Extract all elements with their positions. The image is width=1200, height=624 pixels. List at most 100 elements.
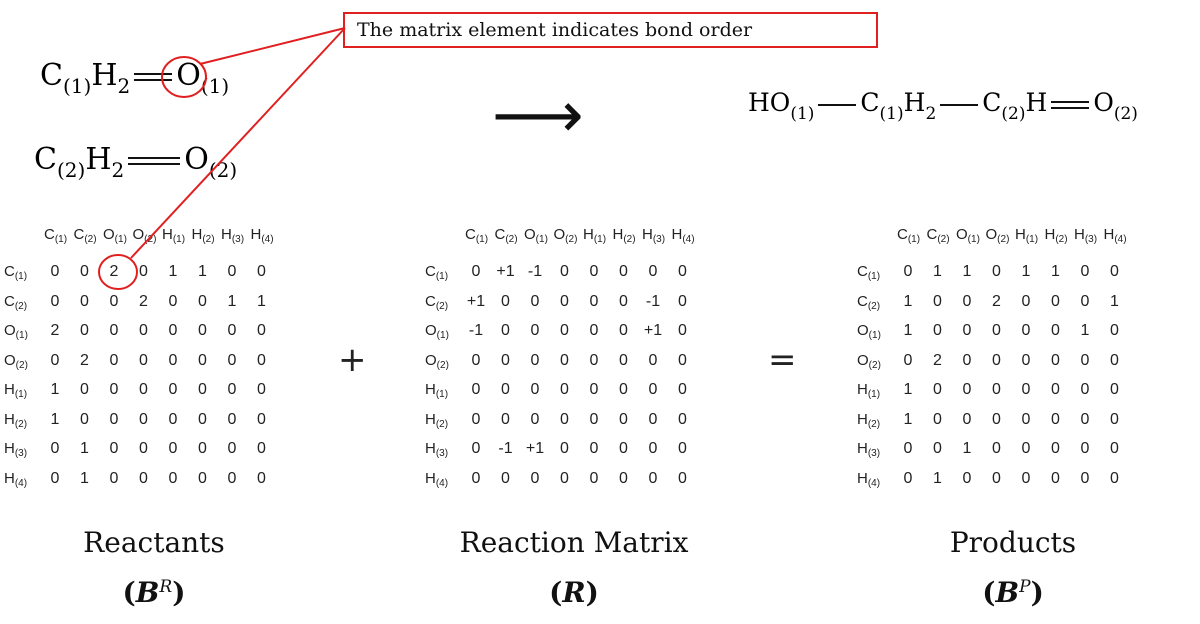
matrix-cell: 0 <box>227 381 237 398</box>
matrix-cell: 0 <box>198 469 207 487</box>
matrix-cell: 0 <box>589 351 599 369</box>
matrix-cell: 0 <box>530 351 540 369</box>
column-header: C(2) <box>494 226 518 245</box>
matrix-cell: 1 <box>903 381 913 398</box>
matrix-cell: 1 <box>962 263 972 280</box>
reactants-symbol: (BR) <box>122 576 186 609</box>
matrix-cell: 0 <box>501 469 510 487</box>
matrix-cell: 0 <box>50 469 60 487</box>
matrix-cell: 0 <box>1051 469 1060 487</box>
matrix-cell: 0 <box>992 410 1001 428</box>
matrix-cell: 0 <box>962 292 972 310</box>
matrix-cell: 0 <box>471 381 481 398</box>
matrix-cell: 0 <box>1051 440 1060 457</box>
matrix-cell: 0 <box>619 322 628 339</box>
matrix-cell: 0 <box>1080 440 1090 457</box>
row-header: C(2) <box>425 292 449 312</box>
matrix-cell: 0 <box>962 410 972 428</box>
matrix-cell: 0 <box>1080 292 1090 310</box>
matrix-cell: 0 <box>678 351 687 369</box>
matrix-cell: 0 <box>50 263 60 280</box>
matrix-cell: 0 <box>962 351 972 369</box>
matrix-cell: 0 <box>678 292 687 310</box>
matrix-cell: +1 <box>525 440 545 457</box>
matrix-cell: 0 <box>1051 381 1060 398</box>
matrix-cell: 1 <box>198 263 207 280</box>
products-symbol: (BP) <box>982 576 1044 609</box>
matrix-cell: 1 <box>80 440 89 457</box>
callout-pointer-line-to-bond <box>199 27 346 65</box>
matrix-cell: 1 <box>903 292 913 310</box>
matrix-cell: 0 <box>198 351 207 369</box>
matrix-cell: 0 <box>257 469 266 487</box>
matrix-cell: 0 <box>589 322 599 339</box>
row-header: O(1) <box>425 322 449 341</box>
row-header: C(1) <box>4 263 28 282</box>
row-header: O(2) <box>4 351 28 371</box>
matrix-cell: 0 <box>109 351 119 369</box>
column-header: C(1) <box>897 226 921 245</box>
column-header: H(4) <box>250 226 274 245</box>
row-header: H(3) <box>4 440 28 459</box>
matrix-cell: 0 <box>227 440 237 457</box>
callout-text: The matrix element indicates bond order <box>357 19 753 41</box>
matrix-cell: 0 <box>530 381 540 398</box>
matrix-cell: 0 <box>1110 263 1119 280</box>
matrix-cell: 0 <box>678 410 687 428</box>
matrix-cell: 0 <box>992 351 1001 369</box>
matrix-cell: 0 <box>992 440 1001 457</box>
matrix-cell: 1 <box>257 292 266 310</box>
matrix-cell: 0 <box>80 410 89 428</box>
row-header: O(1) <box>4 322 28 341</box>
matrix-cell: 0 <box>992 381 1001 398</box>
matrix-cell: 0 <box>560 292 569 310</box>
row-header: C(1) <box>857 263 881 282</box>
matrix-cell: 0 <box>903 263 913 280</box>
matrix-cell: 1 <box>1051 263 1060 280</box>
matrix-cell: 0 <box>648 263 658 280</box>
matrix-cell: 0 <box>50 292 60 310</box>
matrix-cell: 0 <box>471 440 481 457</box>
matrix-cell: 0 <box>530 292 540 310</box>
matrix-cell: 0 <box>50 351 60 369</box>
equals-operator: = <box>768 340 797 380</box>
matrix-cell: 0 <box>1021 469 1031 487</box>
matrix-cell: 0 <box>678 440 687 457</box>
matrix-cell: 0 <box>1021 351 1031 369</box>
matrix-cell: 0 <box>530 469 540 487</box>
matrix-cell: 0 <box>992 322 1001 339</box>
column-header: O(1) <box>956 226 980 245</box>
matrix-cell: 0 <box>678 263 687 280</box>
matrix-cell: 0 <box>933 292 942 310</box>
row-header: H(4) <box>4 469 28 489</box>
matrix-cell: 0 <box>501 322 510 339</box>
matrix-cell: 0 <box>962 322 972 339</box>
matrix-cell: 0 <box>1080 410 1090 428</box>
matrix-cell: 0 <box>530 322 540 339</box>
matrix-cell: 1 <box>1080 322 1090 339</box>
matrix-cell: 0 <box>471 410 481 428</box>
matrix-cell: 0 <box>589 381 599 398</box>
matrix-cell: 0 <box>1110 322 1119 339</box>
matrix-cell: 0 <box>257 322 266 339</box>
reaction-matrix-caption: Reaction Matrix <box>459 526 689 559</box>
column-header: H(1) <box>583 226 607 245</box>
matrix-cell: 0 <box>109 322 119 339</box>
column-header: H(2) <box>191 226 215 245</box>
column-header: O(2) <box>553 226 578 245</box>
matrix-cell: 0 <box>471 263 481 280</box>
row-header: O(2) <box>425 351 449 371</box>
matrix-cell: +1 <box>643 322 663 339</box>
matrix-cell: 0 <box>933 440 942 457</box>
matrix-cell: 0 <box>139 469 148 487</box>
matrix-cell: 0 <box>1021 440 1031 457</box>
matrix-cell: 0 <box>80 292 89 310</box>
matrix-cell: 0 <box>198 292 207 310</box>
matrix-cell: 0 <box>1021 381 1031 398</box>
matrix-cell: 0 <box>227 410 237 428</box>
matrix-cell: 0 <box>168 410 178 428</box>
matrix-cell: 0 <box>1110 410 1119 428</box>
row-header: H(1) <box>425 381 449 400</box>
matrix-cell: 0 <box>198 410 207 428</box>
